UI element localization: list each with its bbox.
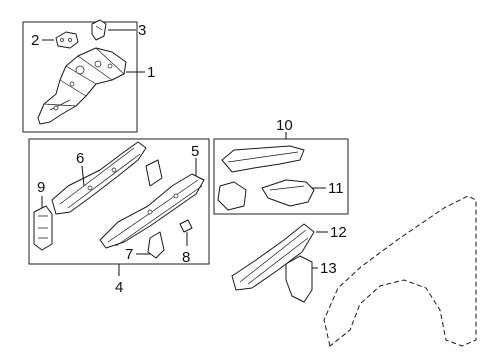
part-10-rail — [221, 145, 305, 173]
part-12-splash-panel — [231, 223, 315, 291]
group-1-box — [22, 21, 138, 133]
callout-6: 6 — [76, 150, 84, 167]
part-2-bracket — [55, 31, 79, 49]
part-6-upper-rail — [51, 141, 147, 215]
callout-2: 2 — [31, 32, 39, 49]
part-7-plate — [147, 231, 165, 259]
callout-11: 11 — [328, 180, 344, 197]
callout-7: 7 — [125, 246, 133, 263]
part-5-lower-member — [99, 159, 205, 249]
leader-lines — [41, 29, 328, 276]
callout-8: 8 — [182, 249, 190, 266]
callout-1: 1 — [147, 64, 155, 81]
part-1-apron — [37, 47, 127, 125]
group-10-box — [213, 138, 349, 215]
callout-13: 13 — [320, 260, 337, 277]
callout-4: 4 — [115, 279, 123, 296]
part-13-flap — [285, 255, 313, 303]
callout-9: 9 — [37, 179, 45, 196]
callout-3: 3 — [138, 22, 146, 39]
callout-10: 10 — [276, 117, 293, 134]
callout-5: 5 — [191, 143, 199, 160]
part-11-bracket — [217, 179, 315, 211]
callout-12: 12 — [330, 224, 347, 241]
fender-outline — [323, 195, 477, 347]
part-3-bracket — [91, 19, 107, 41]
part-8-clip — [179, 219, 193, 233]
part-9-bracket — [33, 205, 53, 251]
